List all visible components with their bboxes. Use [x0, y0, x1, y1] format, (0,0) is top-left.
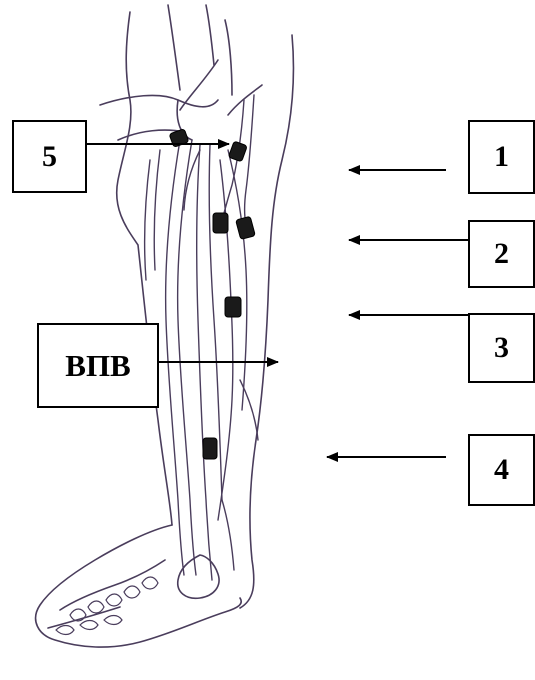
sensor-marker	[228, 141, 247, 162]
sensor-marker	[225, 297, 241, 317]
label-4-text: 4	[494, 453, 509, 487]
sensor-marker	[236, 216, 256, 239]
veins	[145, 95, 258, 580]
label-3-text: 3	[494, 331, 509, 365]
sensor-marker	[213, 213, 228, 233]
toe-detail	[56, 577, 158, 635]
label-box-3: 3	[468, 313, 535, 383]
label-5-text: 5	[42, 140, 57, 174]
label-box-vpv: ВПВ	[37, 323, 159, 408]
label-box-5: 5	[12, 120, 87, 193]
label-box-4: 4	[468, 434, 535, 506]
label-box-2: 2	[468, 220, 535, 288]
sensor-marker	[203, 438, 217, 459]
label-1-text: 1	[494, 140, 509, 174]
label-box-1: 1	[468, 120, 535, 194]
label-2-text: 2	[494, 237, 509, 271]
label-vpv-text: ВПВ	[65, 348, 130, 384]
